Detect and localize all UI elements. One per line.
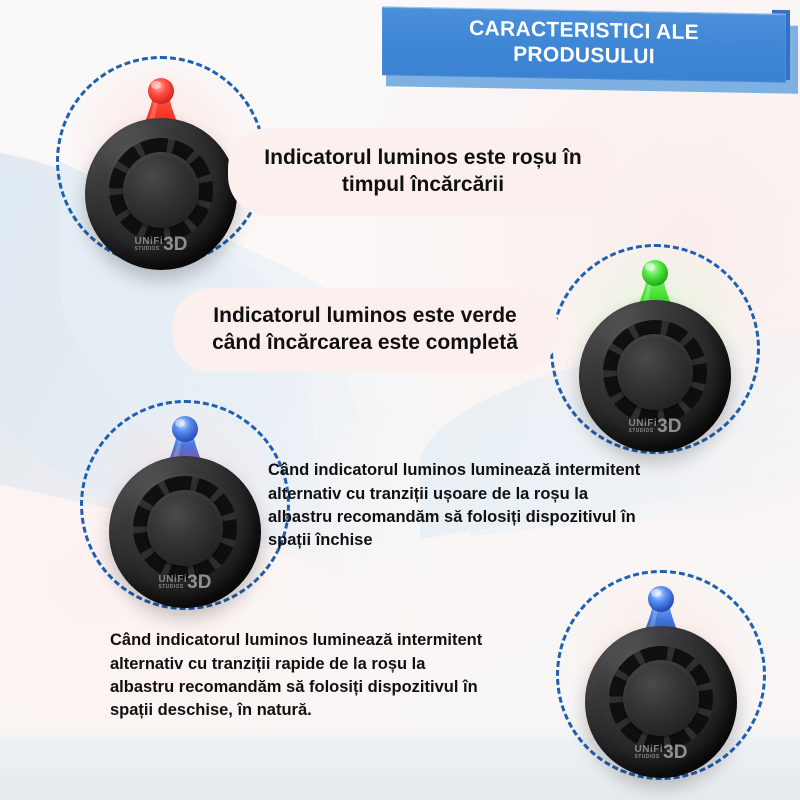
device-feature-2: UNiFi STUDIOS 3D xyxy=(575,252,735,452)
feature-4-dashed-circle xyxy=(556,570,766,780)
device-center-button-2 xyxy=(617,334,693,410)
device-logo-mark: 3D xyxy=(663,742,688,763)
device-logo-mark: 3D xyxy=(187,572,212,593)
device-center-button-3 xyxy=(147,490,223,566)
device-logo-sub: STUDIOS xyxy=(628,428,654,434)
device-body-2: UNiFi STUDIOS 3D xyxy=(579,300,731,452)
device-logo-mark: 3D xyxy=(163,234,188,255)
device-logo-brand: UNiFi xyxy=(134,236,164,247)
device-logo-brand: UNiFi xyxy=(628,418,658,429)
caption-3-line-3: albastru recomandăm să folosiți dispozit… xyxy=(268,508,636,526)
device-center-button-4 xyxy=(623,660,699,736)
device-body-4: UNiFi STUDIOS 3D xyxy=(585,626,737,778)
caption-4-line-2: alternativ cu tranziții rapide de la roș… xyxy=(110,654,426,673)
banner-title: CARACTERISTICI ALE PRODUSULUI xyxy=(382,6,786,81)
caption-2-line-2: când încărcarea este completă xyxy=(212,331,518,354)
device-logo-sub: STUDIOS xyxy=(134,246,160,252)
caption-1-line-2: timpul încărcării xyxy=(341,173,505,196)
device-center-button-1 xyxy=(123,152,199,228)
device-logo-brand: UNiFi xyxy=(158,574,188,585)
device-body-1: UNiFi STUDIOS 3D xyxy=(85,118,237,270)
banner-title-line-2: PRODUSULUI xyxy=(513,42,655,69)
device-feature-4: UNiFi STUDIOS 3D xyxy=(581,578,741,778)
banner-title-line-1: CARACTERISTICI ALE xyxy=(469,17,699,45)
caption-4-line-1: Când indicatorul luminos luminează inter… xyxy=(110,631,483,650)
caption-feature-4: Când indicatorul luminos luminează inter… xyxy=(104,626,550,726)
device-feature-1: UNiFi STUDIOS 3D xyxy=(81,70,241,270)
device-logo-1: UNiFi STUDIOS 3D xyxy=(135,235,188,254)
caption-3-line-1: Când indicatorul luminos luminează inter… xyxy=(268,461,641,480)
device-logo-sub: STUDIOS xyxy=(158,584,184,590)
caption-4-line-3: albastru recomandăm să folosiți dispozit… xyxy=(110,678,478,696)
device-logo-sub: STUDIOS xyxy=(634,754,660,760)
caption-1-line-1: Indicatorul luminos este roșu în xyxy=(264,146,582,170)
device-body-3: UNiFi STUDIOS 3D xyxy=(109,456,261,608)
caption-4-line-4: spații deschise, în natură. xyxy=(110,701,312,720)
caption-2-line-1: Indicatorul luminos este verde xyxy=(213,304,517,328)
caption-feature-2: Indicatorul luminos este verde când încă… xyxy=(172,288,558,372)
device-logo-2: UNiFi STUDIOS 3D xyxy=(629,417,682,436)
caption-3-line-2: alternativ cu tranziții ușoare de la roș… xyxy=(268,484,589,503)
device-logo-4: UNiFi STUDIOS 3D xyxy=(635,743,688,762)
device-logo-3: UNiFi STUDIOS 3D xyxy=(159,573,212,592)
caption-feature-3: Când indicatorul luminos luminează inter… xyxy=(262,456,708,556)
feature-3-dashed-circle xyxy=(80,400,290,610)
caption-feature-1: Indicatorul luminos este roșu în timpul … xyxy=(228,128,618,216)
device-logo-brand: UNiFi xyxy=(634,744,664,755)
device-logo-mark: 3D xyxy=(657,416,682,437)
device-feature-3: UNiFi STUDIOS 3D xyxy=(105,408,265,608)
caption-3-line-4: spații închise xyxy=(268,531,373,550)
header-banner: CARACTERISTICI ALE PRODUSULUI xyxy=(378,6,798,94)
